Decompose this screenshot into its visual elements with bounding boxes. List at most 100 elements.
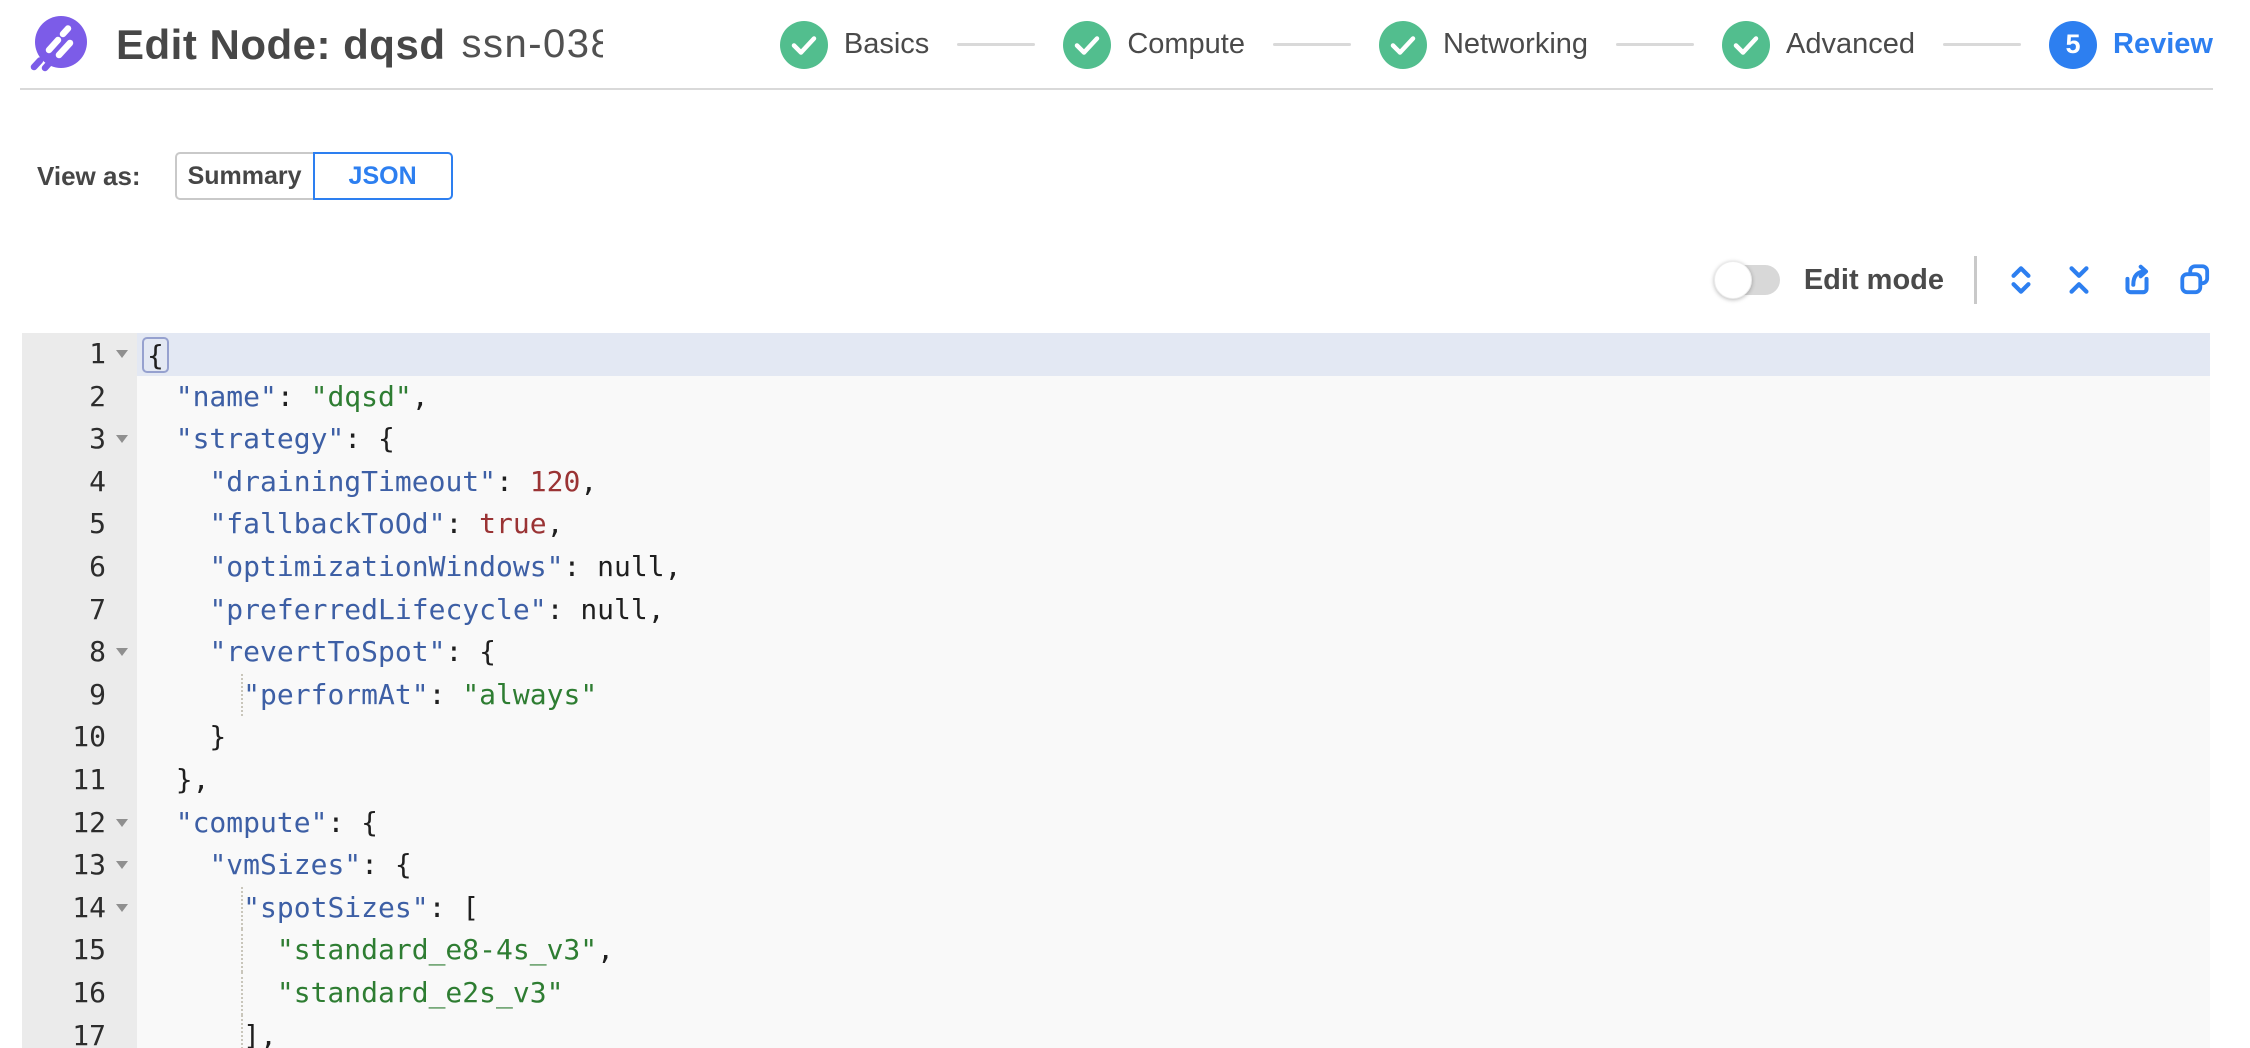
step-advanced[interactable]: Advanced: [1722, 20, 1916, 69]
code-text: "vmSizes": {: [209, 848, 412, 882]
gutter-cell: 10: [22, 716, 137, 759]
step-compute[interactable]: Compute: [1063, 20, 1245, 69]
gutter-cell: 16: [22, 971, 137, 1015]
check-icon: [779, 20, 828, 69]
editor-line-13[interactable]: 13 "vmSizes": {: [22, 844, 2210, 887]
fold-toggle-icon[interactable]: [106, 861, 137, 870]
step-connector: [957, 43, 1036, 46]
gutter-cell: 7: [22, 588, 137, 632]
step-connector: [1943, 43, 2022, 46]
gutter-cell: 6: [22, 545, 137, 589]
code-text: "optimizationWindows": null,: [209, 549, 682, 583]
gutter-cell: 17: [22, 1014, 137, 1048]
editor-line-12[interactable]: 12 "compute": {: [22, 801, 2210, 845]
copy-icon[interactable]: [2177, 262, 2213, 298]
editor-line-5[interactable]: 5 "fallbackToOd": true,: [22, 503, 2210, 546]
code-text: "standard_e8-4s_v3",: [276, 933, 615, 967]
indent-guide: [241, 886, 243, 930]
code-text: "spotSizes": [: [243, 890, 480, 924]
fold-toggle-icon[interactable]: [106, 350, 137, 359]
code-text: "drainingTimeout": 120,: [209, 464, 598, 498]
line-number: 17: [72, 1018, 106, 1048]
gutter-cell: 15: [22, 929, 137, 972]
editor-line-16[interactable]: 16 "standard_e2s_v3": [22, 971, 2210, 1015]
line-number: 10: [72, 720, 106, 754]
editor-line-14[interactable]: 14 "spotSizes": [: [22, 886, 2210, 930]
line-number: 16: [72, 975, 106, 1009]
code-text: "revertToSpot": {: [209, 635, 497, 669]
step-connector: [1616, 43, 1695, 46]
gutter-cell: 8: [22, 631, 137, 674]
editor-line-1[interactable]: 1{: [22, 333, 2210, 376]
line-number: 15: [72, 933, 106, 967]
view-as-row: View as: Summary JSON: [37, 152, 453, 200]
line-number: 11: [72, 762, 106, 796]
gutter-cell: 13: [22, 844, 137, 887]
editor-line-9[interactable]: 9 "performAt": "always": [22, 673, 2210, 717]
gutter-cell: 9: [22, 673, 137, 717]
editor-line-7[interactable]: 7 "preferredLifecycle": null,: [22, 588, 2210, 632]
spot-logo-icon: [30, 15, 87, 71]
toggle-knob: [1713, 261, 1752, 299]
check-icon: [1722, 20, 1771, 69]
editor-line-3[interactable]: 3 "strategy": {: [22, 418, 2210, 461]
code-text: "standard_e2s_v3": [276, 975, 564, 1009]
editor-line-4[interactable]: 4 "drainingTimeout": 120,: [22, 460, 2210, 504]
step-label: Networking: [1442, 28, 1589, 60]
indent-guide: [241, 929, 243, 972]
gutter-cell: 3: [22, 418, 137, 461]
fold-toggle-icon[interactable]: [106, 648, 137, 657]
line-number: 9: [89, 677, 106, 711]
gutter-cell: 14: [22, 886, 137, 930]
gutter-cell: 1: [22, 333, 137, 376]
json-editor[interactable]: 1{2 "name": "dqsd",3 "strategy": {4 "dra…: [22, 333, 2210, 1048]
fold-toggle-icon[interactable]: [106, 818, 137, 827]
editor-toolbar: Edit mode: [1713, 248, 2213, 312]
editor-line-8[interactable]: 8 "revertToSpot": {: [22, 631, 2210, 674]
editor-line-10[interactable]: 10 }: [22, 716, 2210, 759]
line-number: 4: [89, 464, 106, 498]
node-id-subtitle: ssn-038: [461, 22, 604, 66]
editor-line-15[interactable]: 15 "standard_e8-4s_v3",: [22, 929, 2210, 972]
code-text: "strategy": {: [175, 422, 395, 456]
page-title: Edit Node: dqsd: [116, 20, 446, 68]
step-label: Review: [2113, 28, 2213, 60]
step-label: Basics: [843, 28, 930, 60]
line-number: 1: [89, 337, 106, 370]
expand-all-icon[interactable]: [2003, 262, 2039, 298]
editor-line-17[interactable]: 17 ],: [22, 1014, 2210, 1048]
check-icon: [1063, 20, 1112, 69]
view-json-button[interactable]: JSON: [312, 152, 453, 200]
line-number: 3: [89, 422, 106, 456]
code-text: }: [142, 720, 227, 754]
check-icon: [1378, 20, 1427, 69]
collapse-all-icon[interactable]: [2061, 262, 2097, 298]
view-as-segmented-control: Summary JSON: [174, 152, 453, 200]
export-icon[interactable]: [2119, 262, 2155, 298]
line-number: 2: [89, 379, 106, 413]
wizard-header: Edit Node: dqsd ssn-038 Basics Compute N…: [0, 0, 2250, 89]
step-review[interactable]: 5 Review: [2049, 20, 2213, 69]
view-summary-button[interactable]: Summary: [174, 152, 315, 200]
json-editor-lines: 1{2 "name": "dqsd",3 "strategy": {4 "dra…: [22, 333, 2210, 1048]
fold-toggle-icon[interactable]: [106, 435, 137, 444]
view-as-label: View as:: [37, 160, 141, 191]
edit-mode-toggle[interactable]: [1713, 261, 1780, 299]
indent-guide: [241, 673, 243, 717]
line-number: 14: [72, 890, 106, 924]
code-text: ],: [142, 1018, 277, 1048]
code-text: {: [137, 333, 2210, 376]
fold-toggle-icon[interactable]: [106, 904, 137, 913]
editor-line-11[interactable]: 11 },: [22, 758, 2210, 802]
line-number: 8: [89, 635, 106, 669]
header-divider: [20, 88, 2213, 90]
step-connector: [1272, 43, 1351, 46]
gutter-cell: 4: [22, 460, 137, 504]
step-basics[interactable]: Basics: [779, 20, 930, 69]
editor-line-6[interactable]: 6 "optimizationWindows": null,: [22, 545, 2210, 589]
wizard-stepper: Basics Compute Networking Advanced 5 Rev…: [779, 20, 2213, 69]
step-networking[interactable]: Networking: [1378, 20, 1589, 69]
step-label: Advanced: [1786, 28, 1916, 60]
editor-line-2[interactable]: 2 "name": "dqsd",: [22, 375, 2210, 419]
